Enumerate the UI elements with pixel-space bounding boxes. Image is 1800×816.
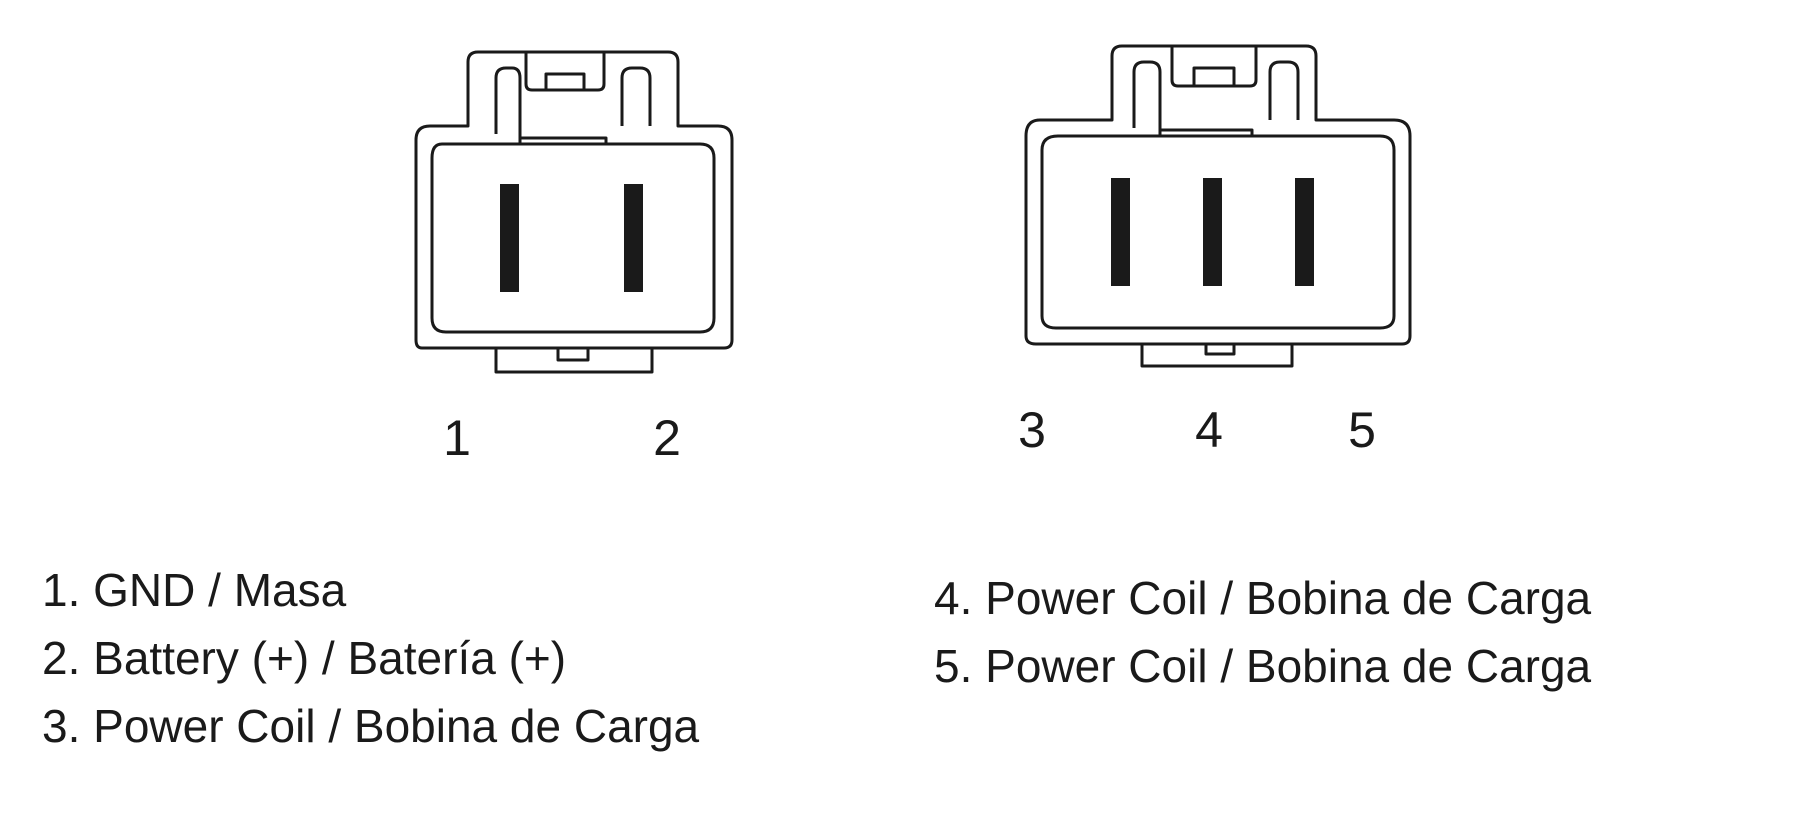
terminal-pin-2 xyxy=(624,184,643,292)
connector-three-pin-lock-tab xyxy=(1170,46,1258,88)
terminal-pin-5 xyxy=(1295,178,1314,286)
pin-number-1: 1 xyxy=(443,410,471,466)
pin-number-4: 4 xyxy=(1195,402,1223,458)
connector-three-pin-latch-right xyxy=(1268,60,1300,120)
legend-right: 4. Power Coil / Bobina de Carga 5. Power… xyxy=(934,564,1591,700)
pin-number-5: 5 xyxy=(1348,402,1376,458)
connector-two-pin-cavity xyxy=(430,142,716,334)
connector-three-pin-bottom-notch xyxy=(1204,344,1236,356)
connector-two-pin-lock-tab xyxy=(524,52,606,92)
connector-two-pin-latch-right xyxy=(620,66,652,126)
legend-item-pin-2: 2. Battery (+) / Batería (+) xyxy=(42,632,567,684)
pin-number-2: 2 xyxy=(653,410,681,466)
connector-two-pin: 1 2 xyxy=(414,50,734,466)
legend-item-pin-5: 5. Power Coil / Bobina de Carga xyxy=(934,640,1592,692)
pin-number-3: 3 xyxy=(1018,402,1046,458)
terminal-pin-4 xyxy=(1203,178,1222,286)
connector-three-pin-bottom-key xyxy=(1140,344,1294,368)
legend-item-pin-3: 3. Power Coil / Bobina de Carga xyxy=(42,700,700,752)
connector-three-pin-cavity xyxy=(1040,134,1396,330)
connector-two-pin-lock-notch xyxy=(544,72,586,92)
terminal-pin-3 xyxy=(1111,178,1130,286)
connector-two-pin-latch-ramp xyxy=(520,136,608,144)
connector-two-pin-shell xyxy=(414,50,734,350)
connector-three-pin-latch-left xyxy=(1132,60,1162,136)
connector-two-pin-bottom-key xyxy=(494,348,654,374)
connector-two-pin-latch-left xyxy=(494,66,522,144)
connector-three-pin-lock-notch xyxy=(1192,66,1236,88)
connector-three-pin-latch-ramp xyxy=(1160,128,1254,136)
connector-two-pin-bottom-notch xyxy=(556,348,590,362)
legend-item-pin-1: 1. GND / Masa xyxy=(42,564,347,616)
legend-left: 1. GND / Masa 2. Battery (+) / Batería (… xyxy=(42,556,699,760)
connector-three-pin-shell xyxy=(1024,44,1412,346)
legend-item-pin-4: 4. Power Coil / Bobina de Carga xyxy=(934,572,1592,624)
connector-three-pin: 3 4 5 xyxy=(1018,44,1412,458)
terminal-pin-1 xyxy=(500,184,519,292)
